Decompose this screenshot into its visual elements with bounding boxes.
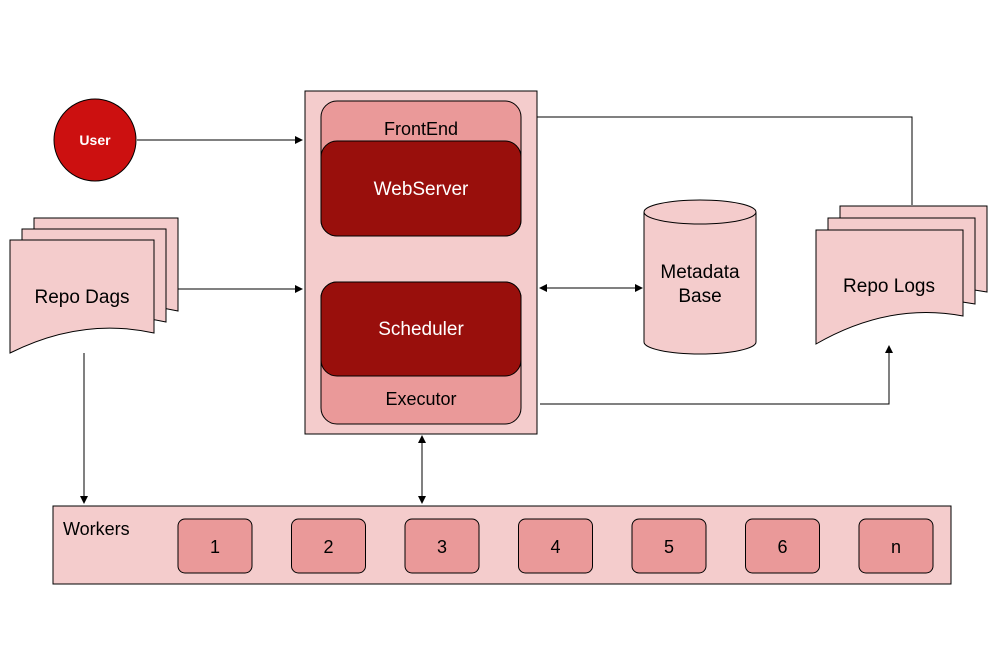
worker-box: 2 bbox=[291, 518, 366, 574]
worker-box: 5 bbox=[631, 518, 707, 574]
workers-label: Workers bbox=[63, 519, 130, 539]
worker-box: 4 bbox=[518, 518, 593, 574]
worker-box-label: 1 bbox=[210, 537, 220, 557]
worker-box-rect bbox=[858, 518, 934, 574]
worker-box-label: 4 bbox=[550, 537, 560, 557]
worker-box-label: 6 bbox=[777, 537, 787, 557]
worker-box: 3 bbox=[404, 518, 480, 574]
server-box: FrontEnd WebServer Scheduler Executor bbox=[304, 90, 538, 435]
webserver-box bbox=[320, 140, 522, 237]
worker-box-label: 2 bbox=[323, 537, 333, 557]
frontend-label: FrontEnd bbox=[384, 119, 458, 139]
worker-box-label: n bbox=[891, 537, 901, 557]
executor-label: Executor bbox=[385, 389, 456, 409]
user-circle bbox=[53, 98, 137, 182]
scheduler-box bbox=[320, 281, 522, 377]
webserver-label: WebServer bbox=[374, 179, 469, 200]
metadata-cylinder-body bbox=[643, 212, 757, 355]
metadata-label-line1: Metadata bbox=[660, 262, 740, 283]
repo-dags-doc-front bbox=[9, 239, 155, 354]
worker-box-rect bbox=[518, 518, 593, 574]
user-node: User bbox=[53, 98, 137, 182]
repo-logs-node bbox=[815, 205, 988, 345]
worker-box-rect bbox=[177, 518, 253, 574]
worker-box: n bbox=[858, 518, 934, 574]
repo-logs-doc-front bbox=[815, 229, 964, 345]
worker-box-rect bbox=[404, 518, 480, 574]
worker-box-label: 5 bbox=[664, 537, 674, 557]
worker-items: 1 2 3 4 5 6 n bbox=[177, 518, 934, 574]
worker-box-rect bbox=[745, 518, 820, 574]
repo-logs-label: Repo Logs bbox=[843, 276, 935, 297]
worker-box-rect bbox=[291, 518, 366, 574]
logs-to-frontend-arrow bbox=[524, 113, 913, 205]
metadata-base-node bbox=[643, 199, 757, 355]
user-label: User bbox=[79, 132, 111, 148]
repo-dags-node bbox=[9, 217, 179, 354]
metadata-cylinder-top bbox=[643, 199, 757, 225]
executor-to-logs-arrow bbox=[540, 345, 893, 405]
worker-box: 1 bbox=[177, 518, 253, 574]
worker-box-label: 3 bbox=[437, 537, 447, 557]
scheduler-label: Scheduler bbox=[378, 319, 464, 340]
worker-box: 6 bbox=[745, 518, 820, 574]
metadata-label-line2: Base bbox=[678, 286, 721, 307]
connectors bbox=[80, 113, 913, 504]
workers-bar: Workers 1 2 3 4 5 6 n bbox=[52, 505, 952, 585]
repo-dags-label: Repo Dags bbox=[34, 287, 129, 308]
worker-box-rect bbox=[631, 518, 707, 574]
